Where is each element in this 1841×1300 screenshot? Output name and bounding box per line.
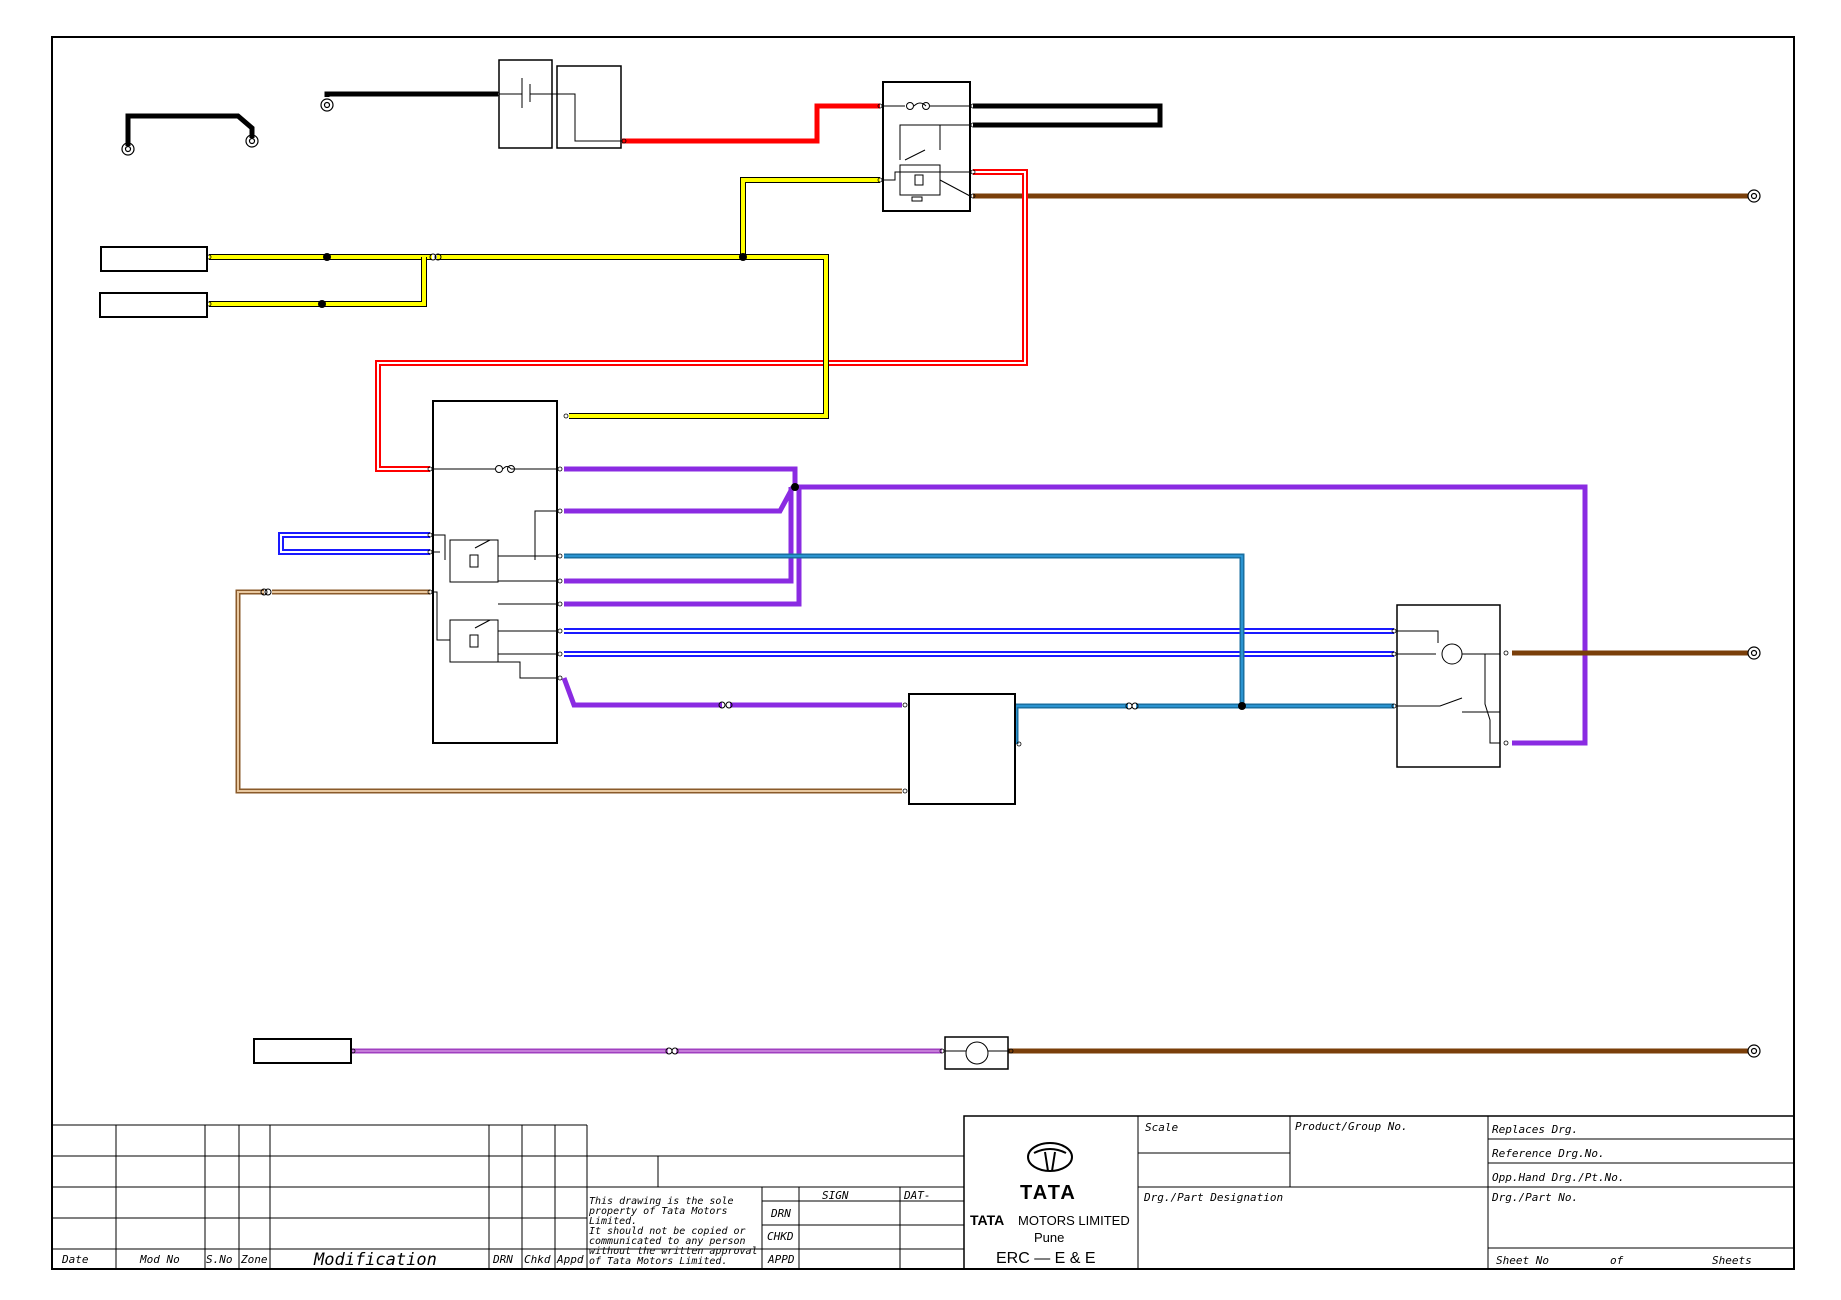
wire-purple-2	[564, 485, 796, 514]
terminal-pins	[206, 91, 1509, 1054]
field-sheets: Sheets	[1712, 1254, 1752, 1267]
svg-text:This drawing is the sole: This drawing is the sole	[589, 1196, 734, 1207]
ground-terminal-icon	[1747, 1044, 1761, 1058]
wire-group	[125, 91, 1748, 1054]
company-city: Pune	[1034, 1230, 1064, 1245]
wire-teal-switch	[1013, 703, 1128, 744]
svg-text:without the written approval: without the written approval	[589, 1246, 758, 1257]
wire-purple-5	[561, 677, 722, 708]
relay-fuse-box-top	[882, 81, 971, 212]
rev-header-drn: DRN	[492, 1253, 513, 1266]
field-part-no: Drg./Part No.	[1491, 1191, 1578, 1204]
wire-yellow-lamp2	[209, 257, 427, 307]
lamp-box-bottom	[253, 1038, 352, 1064]
role-chkd: CHKD	[767, 1230, 794, 1243]
ground-terminal-icon	[320, 98, 334, 112]
wire-purple-1	[564, 466, 1588, 746]
washer-motor	[944, 1036, 1009, 1070]
field-of: of	[1610, 1254, 1624, 1267]
splice-dots	[318, 253, 1246, 710]
wire-blue-loop	[278, 532, 430, 555]
date-header: DAT-	[903, 1189, 931, 1202]
battery-component	[498, 59, 622, 149]
rev-header-appd: Appd	[556, 1253, 584, 1266]
title-block	[52, 1115, 1795, 1270]
field-opp-hand: Opp.Hand Drg./Pt.No.	[1492, 1171, 1624, 1184]
ground-terminals	[121, 98, 1761, 1058]
company-name: MOTORS LIMITED	[1018, 1213, 1130, 1228]
svg-text:property of Tata Motors: property of Tata Motors	[588, 1206, 727, 1217]
field-reference: Reference Drg.No.	[1492, 1147, 1605, 1160]
sign-header: SIGN	[822, 1189, 849, 1202]
tata-logo-icon	[1027, 1142, 1073, 1172]
rev-header-modification: Modification	[313, 1250, 437, 1270]
svg-text:It should not be copied or: It should not be copied or	[589, 1226, 746, 1237]
field-part-designation: Drg./Part Designation	[1143, 1191, 1283, 1204]
timer-relay-box	[908, 693, 1016, 805]
role-drn: DRN	[770, 1207, 791, 1220]
wire-black-battery-ground	[324, 91, 498, 97]
logo-wordmark: TATA	[1020, 1182, 1077, 1204]
wire-yellow-main	[437, 254, 829, 419]
rev-header-mod-no: Mod No	[139, 1253, 180, 1266]
field-replaces: Replaces Drg.	[1492, 1123, 1578, 1136]
svg-text:of Tata Motors Limited.: of Tata Motors Limited.	[589, 1256, 727, 1267]
company-name-prefix: TATA	[970, 1212, 1004, 1228]
ground-terminal-icon	[1747, 646, 1761, 660]
wiper-motor-box	[1396, 604, 1501, 768]
connector-icon	[1125, 702, 1139, 710]
wire-purple-3	[564, 487, 794, 584]
company-block: TATA TATA MOTORS LIMITED Pune ERC — E & …	[970, 1142, 1130, 1267]
lamp-box-1	[100, 246, 208, 272]
inline-connectors	[260, 253, 1139, 1055]
role-appd: APPD	[767, 1253, 795, 1266]
field-labels: Scale Product/Group No. Drg./Part Design…	[1143, 1120, 1752, 1267]
wire-red-battery-positive	[622, 103, 880, 144]
control-module	[432, 400, 558, 744]
wire-black-ground-strap	[125, 113, 255, 146]
wire-black-relay-loop	[973, 103, 1163, 128]
connector-icon	[429, 253, 442, 261]
connector-icon	[260, 588, 272, 596]
connector-icon	[718, 701, 733, 709]
connector-icon	[665, 1047, 679, 1055]
rev-header-chkd: Chkd	[524, 1253, 551, 1266]
rev-header-zone: Zone	[240, 1253, 268, 1266]
company-dept: ERC — E & E	[996, 1250, 1096, 1267]
drawing-border	[51, 36, 1795, 1270]
ground-terminal-icon	[121, 142, 135, 156]
proprietary-notice: This drawing is the sole property of Tat…	[588, 1196, 758, 1267]
lamp-box-2	[99, 292, 208, 318]
field-product-group: Product/Group No.	[1295, 1120, 1408, 1133]
ground-terminal-icon	[1747, 189, 1761, 203]
rev-header-date: Date	[61, 1253, 89, 1266]
field-scale: Scale	[1145, 1121, 1178, 1134]
wire-purple-4	[564, 487, 802, 607]
rev-header-s-no: S.No	[206, 1253, 233, 1266]
field-sheet-no: Sheet No	[1496, 1254, 1549, 1267]
signature-table: SIGN DAT- DRN CHKD APPD	[767, 1189, 931, 1266]
ground-terminal-icon	[245, 134, 259, 148]
svg-text:Limited.: Limited.	[589, 1216, 637, 1227]
svg-text:communicated to any person: communicated to any person	[589, 1236, 746, 1247]
wire-yellow-to-relay	[740, 177, 880, 257]
revision-headers: Date Mod No S.No Zone Modification DRN C…	[61, 1250, 584, 1270]
